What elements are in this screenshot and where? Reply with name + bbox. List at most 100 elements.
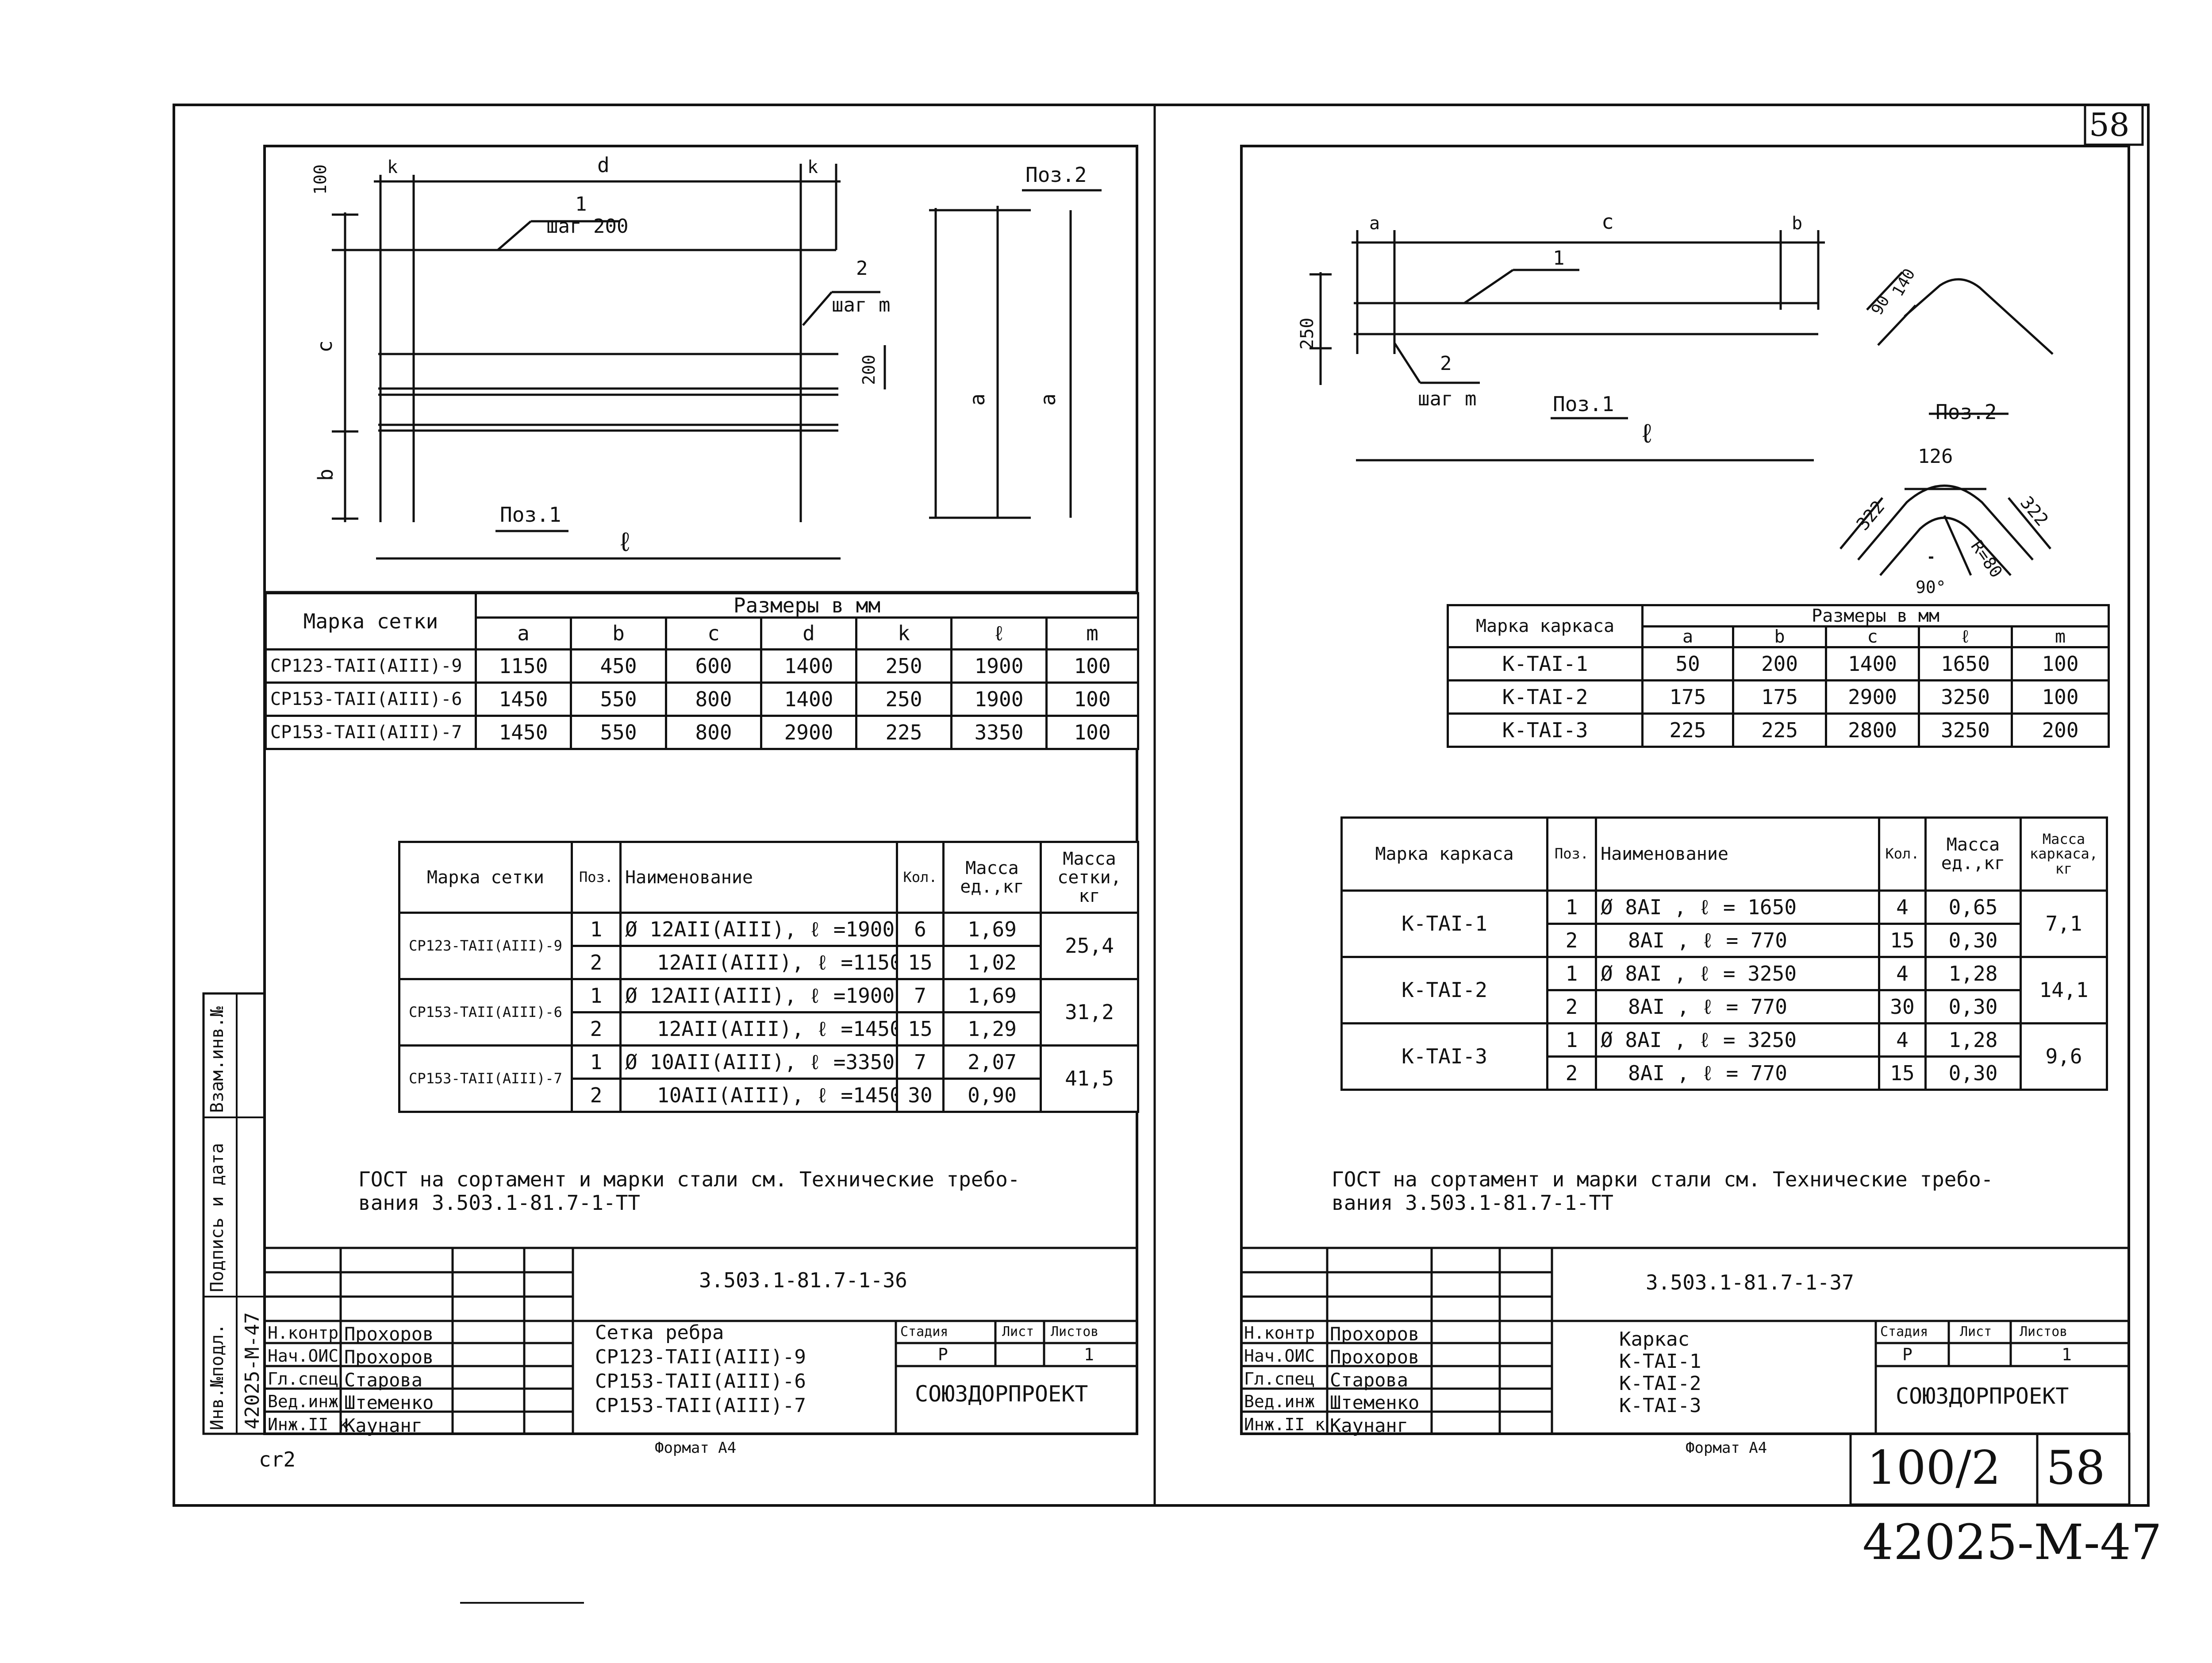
archive-code: 42025-M-47 [1863, 1514, 2162, 1571]
dim-angle-90: 90° [1916, 577, 1946, 597]
right-spec-table: Марка каркаса Поз. Наименование Кол. Мас… [1340, 816, 2108, 1091]
cell: 25,4 [1040, 912, 1139, 980]
left-title-line: СР123-ТАII(АIII)-9 [595, 1346, 806, 1368]
label-step200: шаг 200 [546, 215, 629, 238]
cell: Ø 10АII(АIII), ℓ =3350 [619, 1044, 898, 1080]
cell: 3250 [1918, 679, 2013, 715]
cell: 1,28 [1924, 956, 2022, 991]
cell: 1 [571, 912, 622, 947]
table-row: К-ТАI-1 50 200 1400 1650 100 [1447, 646, 2110, 681]
label-pos2-left: Поз.2 [1025, 163, 1087, 187]
cell: 1900 [950, 648, 1048, 684]
cell: К-ТАI-2 [1340, 956, 1548, 1024]
cell: 15 [1878, 1055, 1927, 1091]
cell: 0,65 [1924, 889, 2022, 925]
cell: 1,29 [942, 1011, 1042, 1047]
right-role: Нач.ОИС [1244, 1346, 1315, 1366]
cell: 800 [665, 681, 762, 717]
cell: 1 [571, 978, 622, 1013]
cell: 0,30 [1924, 1055, 2022, 1091]
dim-c-right: c [1601, 210, 1614, 234]
label-n2-right: 2 [1440, 352, 1452, 375]
cell: 225 [1732, 712, 1827, 748]
sheet-code-box [1849, 1432, 2131, 1506]
cell: 1 [571, 1044, 622, 1080]
cell: 7 [896, 1044, 945, 1080]
cell: СР123-ТАII(АIII)-9 [398, 912, 573, 980]
table-row: СР153-ТАII(АIII)-7 1450 550 800 2900 225… [265, 715, 1140, 750]
cell: 7,1 [2020, 889, 2108, 958]
right-stage: Р [1902, 1345, 1912, 1364]
right-title-line: К-ТАI-1 [1619, 1350, 1701, 1373]
cell: 1400 [760, 681, 857, 717]
cell: 8АI , ℓ = 770 [1595, 989, 1880, 1024]
cell: 12АII(АIII), ℓ =1450 [619, 1011, 898, 1047]
dim-k-right: k [807, 157, 818, 177]
left-title-line: СР153-ТАII(АIII)-7 [595, 1394, 806, 1417]
dim-d: d [597, 153, 610, 177]
dim-126: 126 [1918, 445, 1953, 468]
right-spec-h-qty: Кол. [1878, 816, 1927, 892]
cell: 2 [571, 945, 622, 980]
cell: СР153-ТАII(АIII)-6 [398, 978, 573, 1047]
left-org: СОЮЗДОРПРОЕКТ [915, 1381, 1088, 1407]
right-dims-col: m [2010, 625, 2110, 648]
cell: 2,07 [942, 1044, 1042, 1080]
right-title-block [1241, 1248, 2129, 1434]
left-name: Прохоров [344, 1346, 434, 1368]
cell: 450 [570, 648, 667, 684]
right-title-line: К-ТАI-3 [1619, 1394, 1701, 1417]
right-sheet-header: Лист [1960, 1324, 1992, 1340]
left-role: Нач.ОИС [268, 1346, 339, 1366]
cell: Ø 12АII(АIII), ℓ =1900 [619, 978, 898, 1013]
table-row: К-ТАI-3 1 Ø 8АI , ℓ = 3250 4 1,28 9,6 [1340, 1022, 2108, 1091]
right-spec-h-mark: Марка каркаса [1340, 816, 1548, 892]
cell: СР153-ТАII(АIII)-6 [265, 681, 477, 717]
table-row: 2 8АI , ℓ = 770 15 0,30 [1342, 923, 2107, 958]
side-stamp-inv-value: 42025-М-47 [241, 1312, 264, 1429]
cell: 200 [1732, 646, 1827, 681]
cell: 225 [1641, 712, 1734, 748]
left-spec-h-mass: Масса ед.,кг [942, 841, 1042, 914]
left-mesh-drawing [332, 164, 886, 560]
format-label-left: Формат А4 [655, 1439, 737, 1457]
dim-c: c [312, 340, 337, 353]
left-side-stamp [202, 992, 266, 1435]
left-title-block [265, 1247, 1137, 1434]
label-pos1-right: Поз.1 [1553, 392, 1614, 416]
right-sheets: 1 [2062, 1345, 2072, 1364]
right-bent-bar-drawing [1839, 271, 2054, 576]
page-number: 58 [2089, 106, 2130, 143]
dim-a-pos2-1: a [965, 393, 989, 406]
label-pos2-right: Поз.2 [1936, 400, 1997, 424]
right-frame [1240, 145, 2130, 1435]
right-role: Вед.инж [1244, 1392, 1315, 1411]
cell: К-ТАI-1 [1340, 889, 1548, 958]
right-dims-group-header: Размеры в мм [1641, 604, 2110, 627]
cell: 600 [665, 648, 762, 684]
left-dims-col: ℓ [950, 616, 1048, 651]
label-n1-right: 1 [1553, 247, 1565, 269]
table-row: К-ТАI-1 1 Ø 8АI , ℓ = 1650 4 0,65 7,1 [1340, 889, 2108, 958]
dim-l-right: ℓ [1639, 418, 1655, 449]
dim-k-left: k [387, 157, 398, 177]
left-sheets: 1 [1084, 1345, 1094, 1364]
cell: СР153-ТАII(АIII)-7 [265, 715, 477, 750]
right-title-line: Каркас [1619, 1328, 1690, 1351]
left-dims-table: Марка сетки Размеры в мм a b c d k ℓ m С… [265, 592, 1140, 750]
cell: 2900 [760, 715, 857, 750]
cell: 0,30 [1924, 989, 2022, 1024]
dim-250: 250 [1297, 317, 1317, 350]
right-dims-col: b [1732, 625, 1827, 648]
left-doc-code: 3.503.1-81.7-1-36 [699, 1268, 907, 1292]
cell: 1 [1546, 956, 1597, 991]
cell: 31,2 [1040, 978, 1139, 1047]
side-stamp-inv-no: Инв.№подл. [207, 1324, 227, 1430]
cell: 15 [896, 945, 945, 980]
left-dims-col: m [1045, 616, 1140, 651]
cell: 3250 [1918, 712, 2013, 748]
cell: 550 [570, 715, 667, 750]
label-pos1-left: Поз.1 [500, 503, 561, 527]
right-frame-drawing [1310, 230, 1825, 462]
label-step-m-left: шаг m [832, 294, 891, 316]
